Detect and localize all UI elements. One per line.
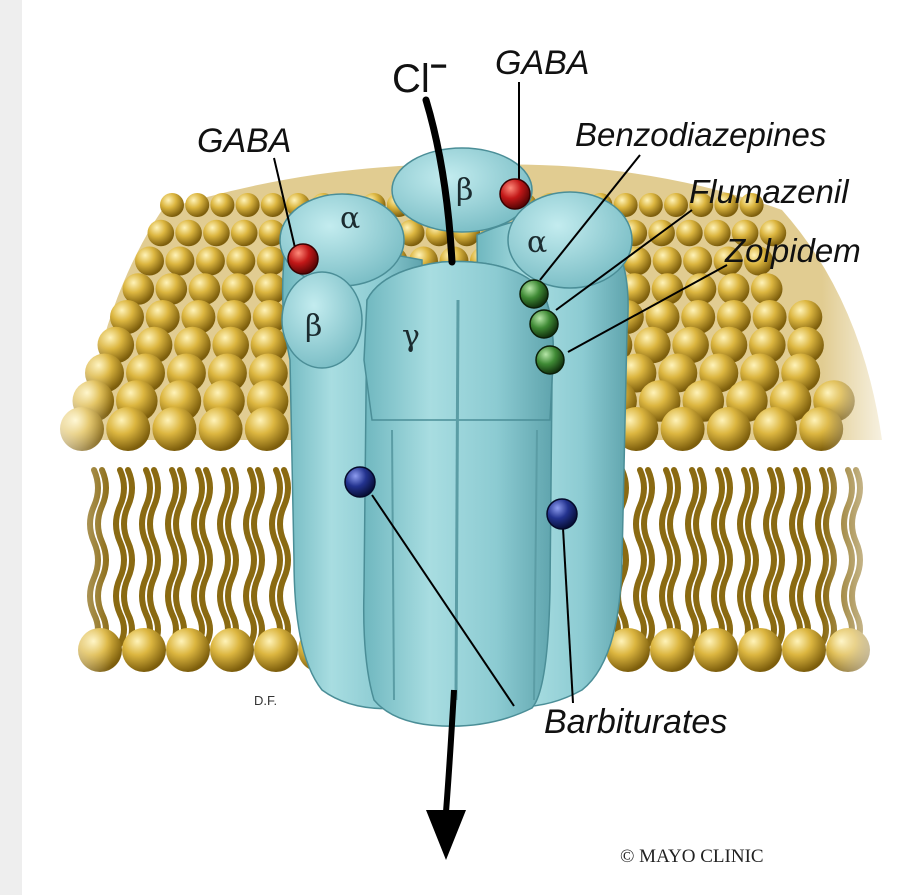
lipid-head [199,407,243,451]
lipid-head [676,220,703,247]
gaba-label-top: GABA [495,44,589,82]
artist-initials: D.F. [254,693,277,708]
lipid-head [685,273,717,305]
lipid-tail [220,470,228,644]
lipid-head [160,193,184,217]
lipid-tail [740,470,748,644]
lipid-tail [194,470,202,644]
lipid-head-lower [782,628,826,672]
lipid-head [185,193,209,217]
barbiturate-site-right [547,499,577,529]
lipid-head [226,247,255,276]
lipid-head [753,407,797,451]
lipid-tail [688,470,696,644]
gaba-a-receptor-figure: α β α β γ Cl− GABA GABA Benzodiazepines … [22,0,905,895]
benzodiazepines-label: Benzodiazepines [575,116,826,153]
lipid-head [707,407,751,451]
lipid-head [189,273,221,305]
lipid-head [148,220,175,247]
lipid-tail [142,470,150,644]
subunit-beta-left: β [305,309,322,344]
lipid-head-lower [694,628,738,672]
barbiturate-site-left [345,467,375,497]
lipid-head [236,193,260,217]
lipid-head [683,247,712,276]
flumazenil-label: Flumazenil [689,173,850,210]
arrow-head [426,810,466,860]
lipid-head [245,407,289,451]
gaba-label-left: GABA [197,122,291,160]
lipid-head [653,247,682,276]
groove-center [456,300,458,700]
lipid-head [210,193,234,217]
lipid-head-lower [166,628,210,672]
lipid-head-lower [738,628,782,672]
gaba-site-top [500,179,530,209]
lipid-tail [662,470,670,644]
lipid-head-lower [210,628,254,672]
gaba-site-left [288,244,318,274]
lipid-tail [792,470,800,644]
barbiturates-label: Barbiturates [544,703,727,741]
lipid-tail [246,470,254,644]
lipid-tail [272,470,280,644]
lipid-tail [116,470,124,644]
lipid-head [152,407,196,451]
lipid-tail [766,470,774,644]
benzodiazepine-site [520,280,548,308]
subunit-alpha-left: α [340,201,360,236]
lipid-head [261,193,285,217]
lipid-head [751,273,783,305]
lipid-head [222,273,254,305]
lipid-head [639,193,663,217]
lipid-tail [168,470,176,644]
lipid-head [661,407,705,451]
lipid-head [652,273,684,305]
lipid-head [106,407,150,451]
lipid-head [203,220,230,247]
lipid-head-lower [122,628,166,672]
subunit-alpha-right: α [527,225,547,260]
lipid-head [156,273,188,305]
subunit-gamma: γ [402,319,420,354]
flumazenil-site [530,310,558,338]
lipid-head-lower [254,628,298,672]
lipid-head [135,247,164,276]
copyright-credit: © MAYO CLINIC [620,846,764,867]
zolpidem-site [536,346,564,374]
lipid-head [175,220,202,247]
ion-label: Cl− [392,50,447,101]
zolpidem-label: Zolpidem [724,232,861,269]
lipid-head [196,247,225,276]
lipid-tail [636,470,644,644]
ion-charge: − [430,50,448,83]
lipid-tail [714,470,722,644]
membrane-fade-left [22,160,112,720]
lipid-head [231,220,258,247]
receptor-diagram: α β α β γ Cl− GABA GABA Benzodiazepines … [22,0,905,895]
ion-symbol: Cl [392,57,430,101]
lipid-head [165,247,194,276]
subunit-beta-top: β [456,173,473,208]
lipid-head-lower [650,628,694,672]
lipid-head [664,193,688,217]
